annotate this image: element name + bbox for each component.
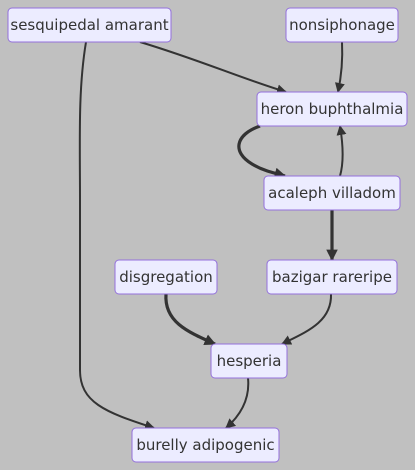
- node-bazigar-rareripe[interactable]: bazigar rareripe: [266, 259, 398, 295]
- nodes-layer: sesquipedal amarant nonsiphonage heron b…: [7, 7, 408, 463]
- edges-layer: [78, 41, 347, 431]
- edge-disgregation-to-hesperia: [164, 293, 217, 346]
- node-burelly-adipogenic[interactable]: burelly adipogenic: [131, 427, 280, 463]
- edge-sesquipedal-amarant-to-burelly-adipogenic: [78, 41, 155, 431]
- edge-nonsiphonage-to-heron-buphthalmia: [334, 41, 345, 93]
- edge-hesperia-to-burelly-adipogenic: [225, 377, 250, 429]
- node-disgregation[interactable]: disgregation: [114, 259, 218, 295]
- node-label: heron buphthalmia: [261, 100, 404, 118]
- node-label: nonsiphonage: [289, 16, 395, 34]
- node-label: bazigar rareripe: [272, 268, 392, 286]
- node-sesquipedal-amarant[interactable]: sesquipedal amarant: [7, 7, 172, 43]
- edge-bazigar-rareripe-to-hesperia: [281, 293, 333, 345]
- node-label: acaleph villadom: [268, 184, 396, 202]
- node-label: disgregation: [119, 268, 213, 286]
- node-hesperia[interactable]: hesperia: [210, 343, 288, 379]
- node-nonsiphonage[interactable]: nonsiphonage: [285, 7, 399, 43]
- node-heron-buphthalmia[interactable]: heron buphthalmia: [256, 91, 408, 127]
- node-acaleph-villadom[interactable]: acaleph villadom: [263, 175, 401, 211]
- edge-heron-buphthalmia-to-acaleph-villadom: [237, 124, 287, 179]
- node-label: sesquipedal amarant: [10, 16, 168, 34]
- node-label: burelly adipogenic: [136, 436, 274, 454]
- edge-acaleph-villadom-to-heron-buphthalmia: [336, 125, 347, 177]
- node-label: hesperia: [217, 352, 282, 370]
- edge-sesquipedal-amarant-to-heron-buphthalmia: [139, 41, 287, 95]
